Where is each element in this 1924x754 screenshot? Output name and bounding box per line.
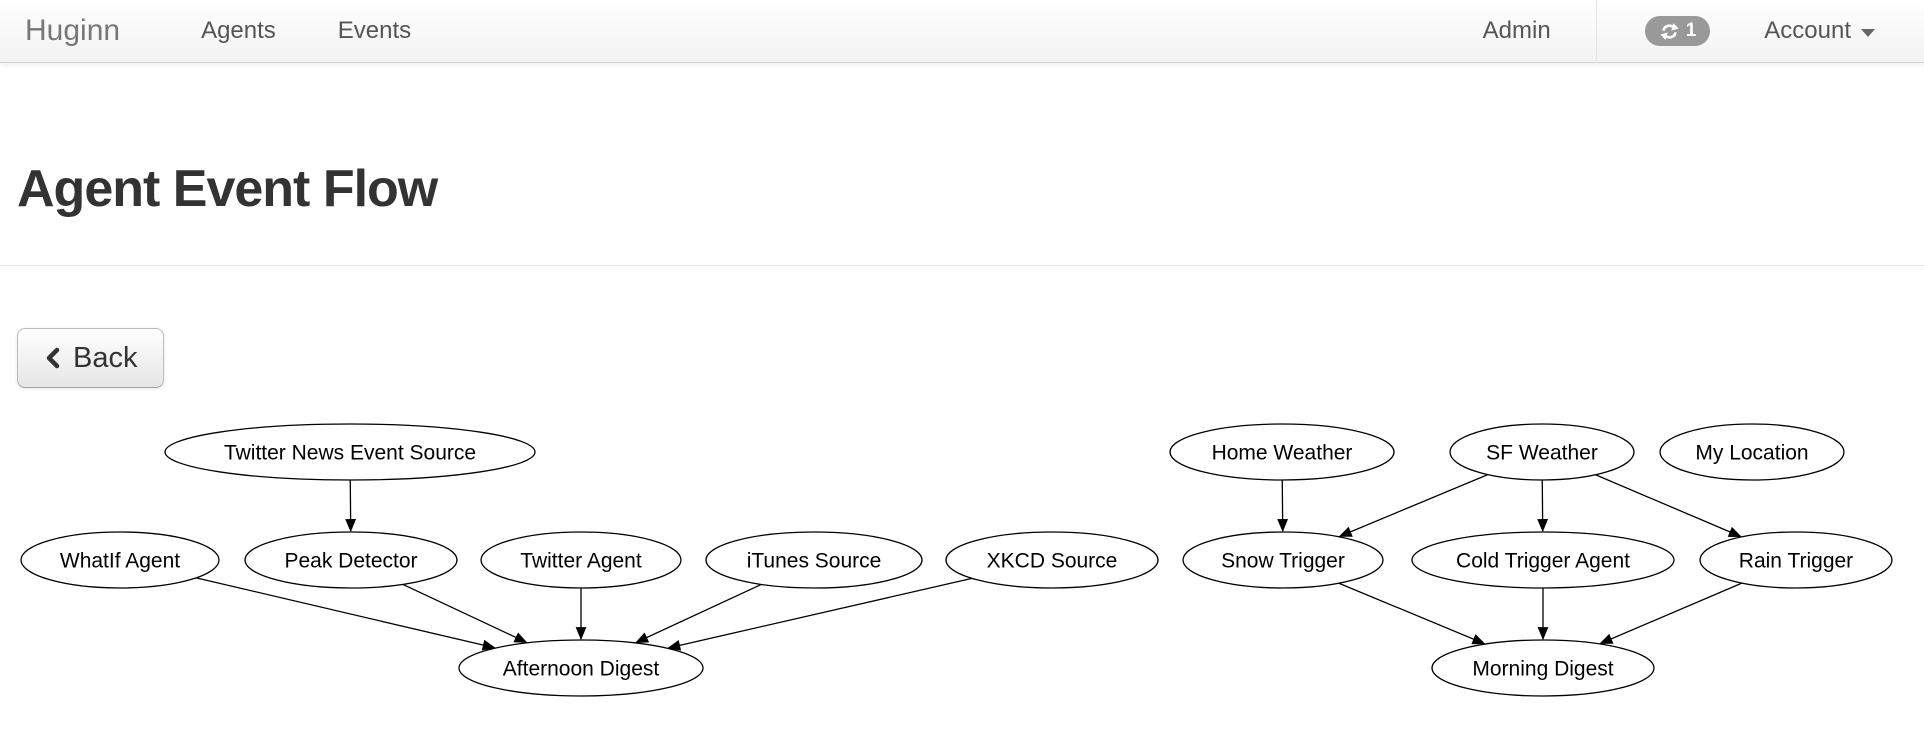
graph-node-afternoon-digest: Afternoon Digest	[458, 639, 704, 697]
caret-down-icon	[1861, 28, 1875, 37]
graph-node-rain-trigger: Rain Trigger	[1699, 531, 1893, 589]
graph-edge-sf-weather-to-snow-trigger	[1338, 474, 1489, 537]
graph-edge-itunes-source-to-afternoon-digest	[635, 583, 762, 644]
graph-edge-peak-detector-to-afternoon-digest	[402, 583, 528, 644]
graph-edge-whatif-agent-to-afternoon-digest	[196, 577, 496, 651]
navbar-divider	[1595, 0, 1597, 63]
graph-node-label: Snow Trigger	[1221, 550, 1345, 573]
refresh-icon	[1659, 21, 1680, 42]
graph-edge-xkcd-source-to-afternoon-digest	[667, 577, 973, 651]
job-queue-badge[interactable]: 1	[1644, 16, 1711, 46]
graph-node-label: Morning Digest	[1472, 658, 1613, 681]
graph-node-label: Twitter Agent	[520, 550, 642, 573]
navbar-right: Admin 1 Account	[1483, 0, 1924, 63]
graph-node-label: Peak Detector	[284, 550, 417, 573]
graph-node-twitter-agent: Twitter Agent	[480, 531, 682, 589]
graph-node-label: Cold Trigger Agent	[1456, 550, 1630, 573]
graph-node-label: XKCD Source	[987, 550, 1118, 573]
back-button[interactable]: Back	[17, 328, 165, 388]
title-divider	[0, 265, 1924, 266]
graph-edge-snow-trigger-to-morning-digest	[1338, 582, 1486, 645]
nav-item-agents[interactable]: Agents	[201, 17, 276, 44]
graph-node-my-location: My Location	[1659, 423, 1845, 481]
account-dropdown-toggle[interactable]: Account	[1764, 17, 1875, 45]
main-nav: Agents Events	[170, 0, 442, 63]
nav-item-events[interactable]: Events	[337, 17, 412, 44]
graph-node-cold-trigger-agent: Cold Trigger Agent	[1411, 531, 1675, 589]
graph-node-label: Twitter News Event Source	[224, 442, 476, 465]
graph-node-twitter-news-event-source: Twitter News Event Source	[164, 423, 536, 481]
graph-node-sf-weather: SF Weather	[1449, 423, 1635, 481]
brand-link[interactable]: Huginn	[25, 14, 121, 47]
graph-edge-rain-trigger-to-morning-digest	[1599, 582, 1743, 645]
graph-node-label: My Location	[1695, 442, 1808, 465]
job-count: 1	[1685, 20, 1697, 41]
chevron-left-icon	[44, 346, 61, 370]
graph-edge-sf-weather-to-rain-trigger	[1595, 474, 1742, 538]
back-button-label: Back	[73, 341, 138, 374]
graph-node-morning-digest: Morning Digest	[1431, 639, 1655, 697]
graph-node-snow-trigger: Snow Trigger	[1182, 531, 1384, 589]
graph-node-label: iTunes Source	[747, 550, 882, 573]
graph-node-label: Afternoon Digest	[503, 658, 660, 681]
nav-item-admin[interactable]: Admin	[1482, 17, 1551, 44]
navbar: Huginn Agents Events Admin 1 Account	[0, 0, 1924, 63]
page-title: Agent Event Flow	[17, 160, 438, 218]
graph-node-label: Rain Trigger	[1739, 550, 1853, 573]
graph-node-xkcd-source: XKCD Source	[945, 531, 1159, 589]
account-label: Account	[1764, 17, 1851, 44]
graph-node-label: WhatIf Agent	[60, 550, 180, 573]
graph-node-label: SF Weather	[1486, 442, 1598, 465]
graph-node-label: Home Weather	[1212, 442, 1353, 465]
graph-node-peak-detector: Peak Detector	[244, 531, 458, 589]
graph-node-itunes-source: iTunes Source	[705, 531, 923, 589]
graph-node-whatif-agent: WhatIf Agent	[20, 531, 220, 589]
graph-node-home-weather: Home Weather	[1169, 423, 1395, 481]
